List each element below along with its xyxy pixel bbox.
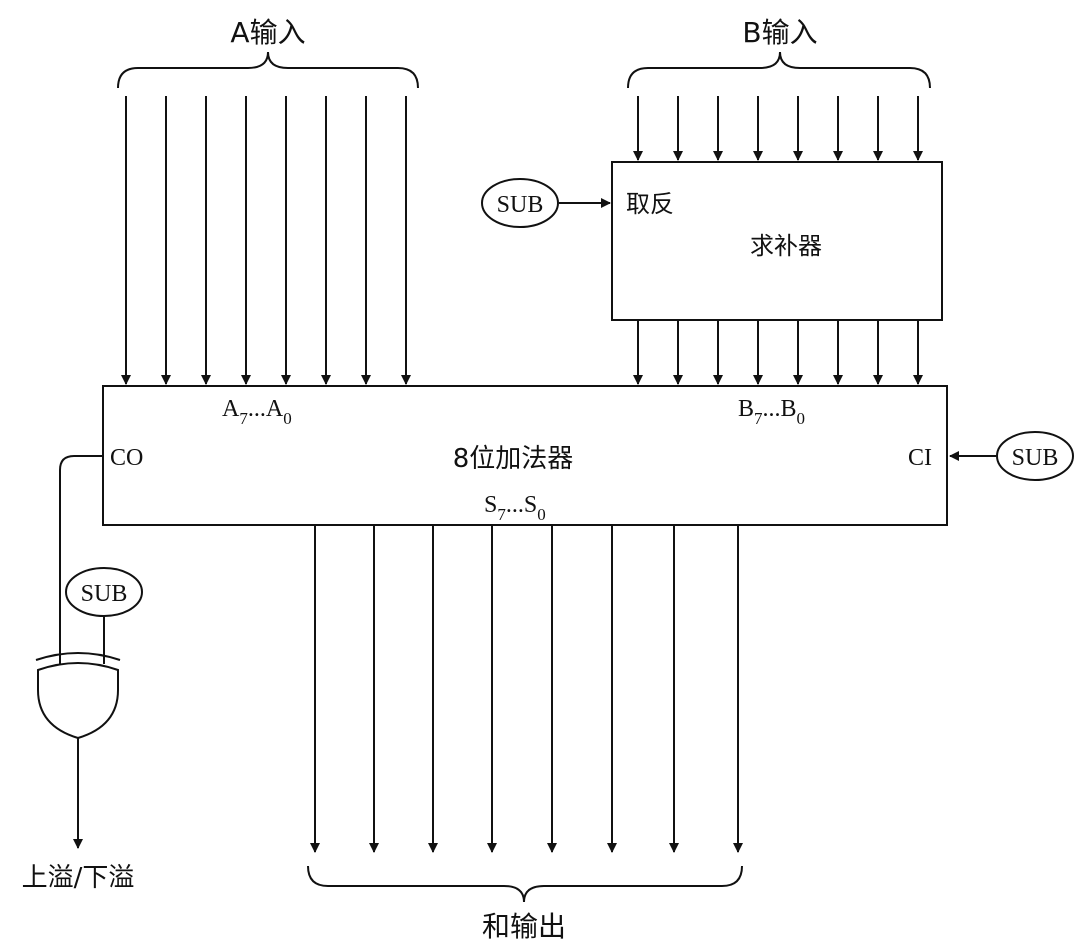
sum-output-lines: [310, 526, 743, 853]
overflow-label: 上溢/下溢: [22, 863, 135, 893]
invert-label: 取反: [626, 190, 674, 218]
a-input-lines: [121, 96, 411, 385]
adder-label: 8位加法器: [453, 444, 574, 474]
xor-gate-body: [37, 662, 119, 740]
sub-oval-carry-in: [996, 431, 1074, 481]
sum-output-label: 和输出: [482, 910, 566, 943]
a-input-brace: [117, 51, 419, 89]
complementer-box: [611, 161, 943, 321]
sum-output-brace: [307, 865, 743, 903]
sub-label-carry-in: SUB: [1012, 445, 1059, 471]
xor-gate-back-curve: [35, 652, 121, 661]
b-bus-label: B7...B0: [738, 396, 805, 428]
carry-out-wire: [59, 455, 102, 664]
a-input-label: A输入: [230, 16, 305, 49]
s-bus-label: S7...S0: [484, 492, 546, 524]
b-input-lines: [633, 96, 923, 161]
complementer-output-lines: [633, 320, 923, 385]
a-bus-label: A7...A0: [222, 396, 292, 428]
sub-oval-complementer: [481, 178, 559, 228]
adder-box: [102, 385, 948, 526]
b-input-brace: [627, 51, 931, 89]
complementer-label: 求补器: [750, 232, 822, 260]
sub-label-xor: SUB: [81, 581, 128, 607]
carry-out-label: CO: [110, 445, 143, 471]
sub-label-complementer: SUB: [497, 192, 544, 218]
carry-in-label: CI: [908, 445, 932, 471]
b-input-label: B输入: [742, 16, 817, 49]
